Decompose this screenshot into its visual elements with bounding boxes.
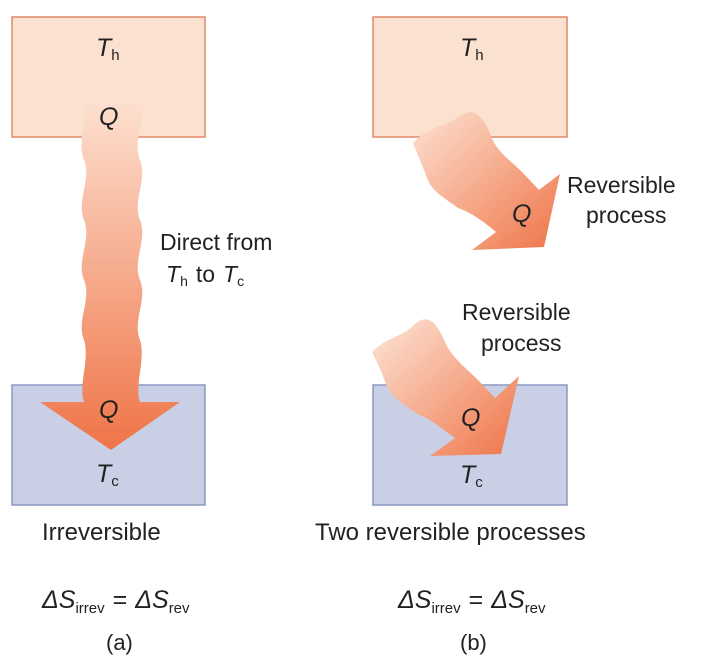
lower-label-line2-b: process (481, 330, 562, 356)
upper-label-line1-b: Reversible (567, 172, 676, 198)
upper-label-line2-b: process (586, 202, 667, 228)
equation-delta-s-rev-b: ΔS (490, 586, 525, 614)
panel-tag-b: (b) (460, 630, 487, 655)
annotation-line1-a: Direct from (160, 229, 272, 255)
equation-sub-irrev-b: irrev (431, 600, 461, 617)
equation-delta-s-irrev-b: ΔS (397, 586, 432, 614)
cold-temp-subscript-a: c (111, 473, 119, 490)
annotation-t2-sub: c (237, 273, 244, 289)
equation-sub-rev-a: rev (169, 600, 190, 617)
lower-label-line1-b: Reversible (462, 299, 571, 325)
heat-q-lower-b: Q (461, 404, 480, 432)
heat-q-top-a: Q (99, 103, 118, 131)
panel-tag-a: (a) (106, 630, 133, 655)
svg-text:ΔSirrev=ΔSrev: ΔSirrev=ΔSrev (397, 586, 546, 617)
hot-temp-subscript-a: h (111, 47, 119, 64)
equation-sub-irrev-a: irrev (75, 600, 105, 617)
equation-delta-s-rev-a: ΔS (134, 586, 169, 614)
equation-delta-s-irrev-a: ΔS (41, 586, 76, 614)
equation-equals-b: = (469, 586, 484, 614)
svg-text:ΔSirrev=ΔSrev: ΔSirrev=ΔSrev (41, 586, 190, 617)
heat-q-bottom-a: Q (99, 396, 118, 424)
annotation-to: to (196, 261, 215, 287)
equation-equals-a: = (113, 586, 128, 614)
caption-b: Two reversible processes (315, 519, 586, 546)
hot-temp-subscript-b: h (475, 47, 483, 64)
cold-temp-subscript-b: c (475, 474, 483, 491)
equation-sub-rev-b: rev (525, 600, 546, 617)
annotation-t1-sub: h (180, 273, 188, 289)
heat-q-upper-b: Q (512, 200, 531, 228)
caption-a: Irreversible (42, 519, 161, 546)
